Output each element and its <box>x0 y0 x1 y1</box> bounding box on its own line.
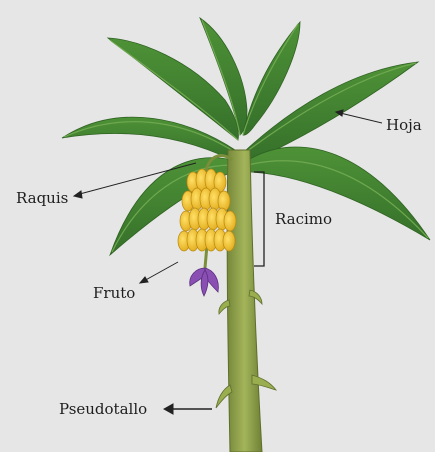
pseudostem <box>227 150 262 452</box>
label-hoja: Hoja <box>386 116 422 134</box>
label-fruto: Fruto <box>93 284 135 302</box>
racimo-bracket <box>254 172 264 266</box>
label-racimo: Racimo <box>275 210 332 228</box>
label-raquis: Raquis <box>16 189 68 207</box>
banana-flower <box>190 268 219 296</box>
label-pseudotallo: Pseudotallo <box>59 400 147 418</box>
